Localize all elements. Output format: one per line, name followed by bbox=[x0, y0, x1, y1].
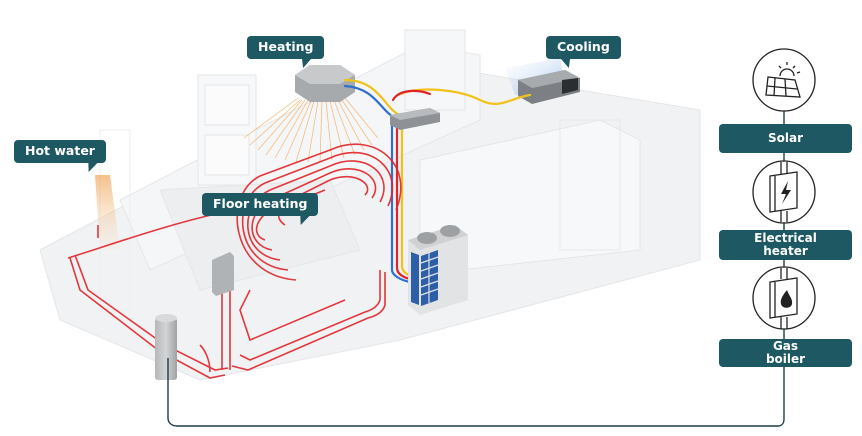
heating-airflow bbox=[243, 97, 379, 163]
energy-source-label-electrical-heater: Electrical heater bbox=[719, 230, 852, 260]
hot-water-tank bbox=[155, 314, 177, 380]
energy-source-label-solar: Solar bbox=[719, 124, 852, 153]
label-line: Solar bbox=[767, 131, 803, 145]
label-line: boiler bbox=[765, 352, 806, 366]
energy-source-connector bbox=[167, 358, 785, 427]
gas-boiler-icon bbox=[752, 266, 816, 330]
floor-heating-manifold bbox=[212, 252, 234, 296]
outdoor-heat-pump-unit bbox=[408, 225, 468, 315]
branch-box bbox=[390, 108, 440, 130]
cooling-duct-unit bbox=[518, 70, 580, 104]
electric-heater-icon bbox=[752, 160, 816, 224]
heating-ceiling-cassette bbox=[295, 65, 355, 102]
callout-hot-water: Hot water bbox=[14, 140, 106, 163]
energy-source-label-gas-boiler: Gas boiler bbox=[719, 339, 852, 367]
callout-floor-heating: Floor heating bbox=[202, 193, 319, 216]
label-line: Gas bbox=[772, 339, 799, 353]
label-line: Electrical bbox=[754, 231, 817, 245]
callout-heating: Heating bbox=[247, 36, 325, 59]
callout-cooling: Cooling bbox=[546, 36, 621, 59]
label-line: heater bbox=[763, 244, 808, 258]
building-floorplan bbox=[39, 29, 701, 381]
hot-water-glow bbox=[95, 175, 120, 250]
solar-panel-icon bbox=[752, 48, 816, 112]
